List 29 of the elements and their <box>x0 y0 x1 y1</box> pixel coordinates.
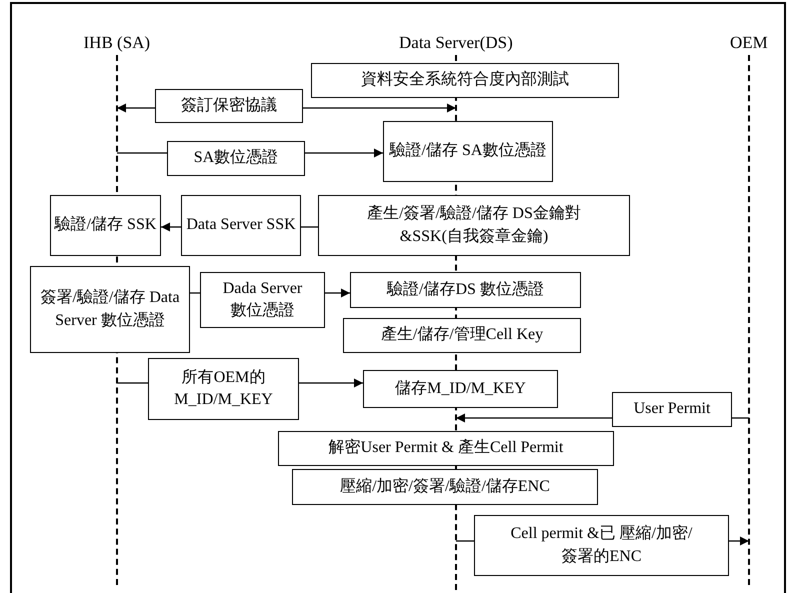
arrow <box>303 104 456 112</box>
process-box: 驗證/儲存 SSK <box>50 195 161 256</box>
arrow <box>729 536 749 546</box>
participant-label: OEM <box>730 33 768 53</box>
process-box: 驗證/儲存 SA數位憑證 <box>383 121 553 182</box>
process-box: 簽署/驗證/儲存 Data Server 數位憑證 <box>30 266 190 353</box>
process-box: 產生/簽署/驗證/儲存 DS金鑰對&SSK(自我簽章金鑰) <box>318 195 630 256</box>
participant-label: Data Server(DS) <box>399 33 513 53</box>
arrow <box>299 378 363 388</box>
process-box: 儲存M_ID/M_KEY <box>363 370 558 408</box>
process-box: 解密User Permit & 產生Cell Permit <box>278 431 614 466</box>
process-box: SA數位憑證 <box>167 141 305 176</box>
process-box: 簽訂保密協議 <box>155 89 303 123</box>
arrow <box>161 222 181 232</box>
process-box: User Permit <box>612 392 732 427</box>
arrow <box>456 414 612 422</box>
process-box: Data Server SSK <box>181 195 301 256</box>
process-box: 驗證/儲存DS 數位憑證 <box>350 272 581 308</box>
process-box: Dada Server 數位憑證 <box>200 272 325 328</box>
arrow <box>117 104 155 112</box>
process-box: 所有OEM的 M_ID/M_KEY <box>148 358 299 420</box>
arrow <box>305 148 383 158</box>
process-box: 壓縮/加密/簽署/驗證/儲存ENC <box>292 469 598 505</box>
process-box: 產生/儲存/管理Cell Key <box>343 318 581 353</box>
process-box: 資料安全系統符合度內部測試 <box>311 63 619 98</box>
lifeline <box>748 55 750 585</box>
participant-label: IHB (SA) <box>84 33 150 53</box>
arrow <box>325 288 350 298</box>
process-box: Cell permit &已 壓縮/加密/簽署的ENC <box>474 515 729 576</box>
